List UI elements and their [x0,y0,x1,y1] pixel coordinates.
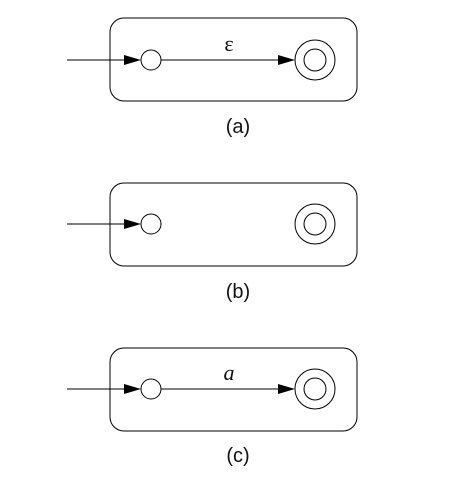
panel-c: a (c) [67,347,358,467]
panel-c-transition-label: a [224,360,235,385]
panel-a-accept-state-inner [303,48,327,72]
panel-c-start-state [140,378,162,400]
panel-a-caption: (a) [226,116,250,138]
panel-b-caption: (b) [226,281,250,303]
panel-b: (b) [67,182,358,303]
panel-a-transition-arrowhead [278,55,295,65]
panel-c-caption: (c) [226,445,249,467]
panel-c-accept-state-inner [303,377,327,401]
panel-c-transition-arrowhead [278,384,295,394]
panel-a-start-state [140,49,162,71]
panel-a-transition-label: ε [224,31,233,56]
panel-a-start-arrowhead [124,55,141,65]
panel-b-start-state [140,213,162,235]
panel-b-start-arrowhead [124,219,141,229]
panel-a: ε (a) [67,17,358,138]
panel-b-accept-state-inner [303,212,327,236]
panel-c-start-arrowhead [124,384,141,394]
